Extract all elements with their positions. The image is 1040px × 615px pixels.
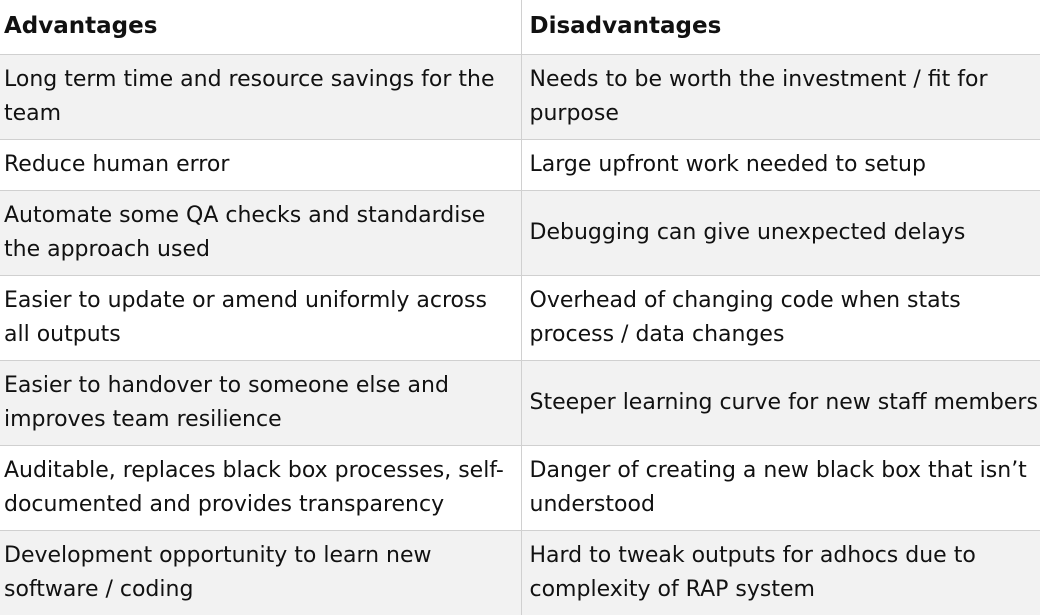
advantage-cell: Development opportunity to learn new sof… <box>0 530 522 615</box>
advantage-cell: Reduce human error <box>0 139 522 192</box>
table-row: Long term time and resource savings for … <box>0 54 1040 140</box>
table-row: Auditable, replaces black box processes,… <box>0 445 1040 531</box>
advantage-cell: Easier to handover to someone else and i… <box>0 360 522 446</box>
advantage-cell: Automate some QA checks and standardise … <box>0 190 522 277</box>
table-row: Automate some QA checks and standardise … <box>0 190 1040 277</box>
disadvantage-cell: Overhead of changing code when stats pro… <box>521 275 1040 361</box>
advantage-cell: Easier to update or amend uniformly acro… <box>0 275 522 361</box>
advantage-cell: Auditable, replaces black box processes,… <box>0 445 522 531</box>
disadvantage-cell: Hard to tweak outputs for adhocs due to … <box>521 530 1040 615</box>
disadvantage-cell: Large upfront work needed to setup <box>521 139 1040 192</box>
disadvantage-cell: Debugging can give unexpected delays <box>521 190 1040 277</box>
disadvantage-cell: Danger of creating a new black box that … <box>521 445 1040 531</box>
table-row: Development opportunity to learn new sof… <box>0 530 1040 615</box>
disadvantage-cell: Steeper learning curve for new staff mem… <box>521 360 1040 446</box>
header-advantages: Advantages <box>0 0 522 55</box>
table-row: Easier to handover to someone else and i… <box>0 360 1040 446</box>
table-row: Reduce human error Large upfront work ne… <box>0 139 1040 192</box>
table-header-row: Advantages Disadvantages <box>0 0 1040 55</box>
advantage-cell: Long term time and resource savings for … <box>0 54 522 140</box>
disadvantage-cell: Needs to be worth the investment / fit f… <box>521 54 1040 140</box>
table-row: Easier to update or amend uniformly acro… <box>0 275 1040 361</box>
header-disadvantages: Disadvantages <box>521 0 1040 55</box>
